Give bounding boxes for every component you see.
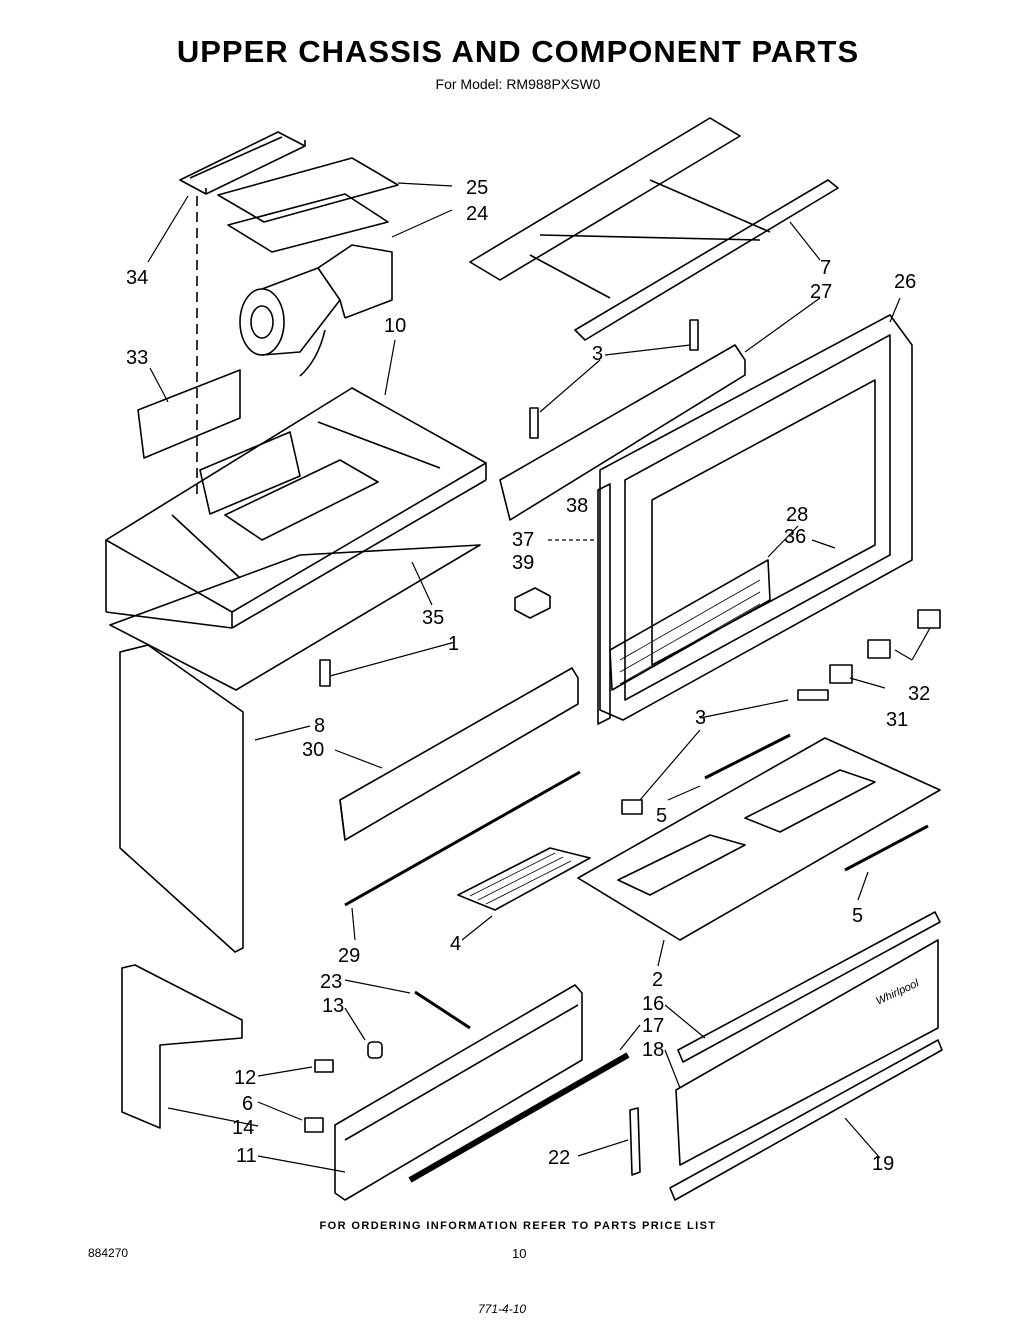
part-clip [304, 1117, 324, 1133]
part-bottom-tray [577, 737, 941, 941]
part-filter [457, 847, 591, 911]
ordering-note: FOR ORDERING INFORMATION REFER TO PARTS … [319, 1220, 717, 1232]
handwritten-note: 771-4-10 [478, 1302, 527, 1316]
part-hinge [529, 407, 539, 439]
part-label: 32 [908, 683, 930, 705]
part-small-block [514, 587, 551, 619]
part-label: 18 [642, 1039, 664, 1061]
part-lower-plate [109, 544, 481, 691]
part-probe [414, 990, 471, 1030]
part-support-frame [469, 117, 839, 341]
part-label: 28 [786, 504, 808, 526]
part-upper-chassis [105, 387, 487, 629]
part-cover-plate [227, 193, 389, 253]
part-lower-side-panel [121, 964, 243, 1129]
part-hinge [621, 799, 643, 815]
part-label: 10 [384, 315, 406, 337]
part-hinge [689, 319, 699, 351]
part-label: 13 [322, 995, 344, 1017]
part-label: 22 [548, 1147, 570, 1169]
part-label: 27 [810, 281, 832, 303]
part-label: 29 [338, 945, 360, 967]
part-label: 35 [422, 607, 444, 629]
part-tube [408, 1052, 630, 1183]
part-vertical-strip [597, 483, 611, 725]
part-strip [844, 824, 929, 872]
part-label: 17 [642, 1015, 664, 1037]
part-label: 6 [242, 1093, 253, 1115]
doc-number: 884270 [88, 1246, 129, 1260]
part-trim-bar [339, 667, 579, 841]
part-label: 1 [448, 633, 459, 655]
part-label: 31 [886, 709, 908, 731]
part-label: 39 [512, 552, 534, 574]
part-label: 36 [784, 526, 806, 548]
part-fan-motor [239, 244, 393, 377]
part-label: 5 [852, 905, 863, 927]
part-door-frame [599, 314, 913, 721]
part-label: 4 [450, 933, 461, 955]
part-lower-bracket [334, 984, 583, 1201]
part-side-panel [119, 644, 244, 953]
part-label: 7 [820, 257, 831, 279]
brand-mark: Whirlpool [874, 977, 921, 1007]
part-top-bracket [179, 131, 306, 195]
part-small-post [629, 1107, 641, 1176]
part-label: 37 [512, 529, 534, 551]
part-label: 3 [592, 343, 603, 365]
part-label: 26 [894, 271, 916, 293]
part-label: 11 [236, 1145, 257, 1167]
part-label: 34 [126, 267, 148, 289]
part-label: 24 [466, 203, 488, 225]
part-control-panel [499, 344, 746, 521]
part-label: 19 [872, 1153, 894, 1175]
part-label: 30 [302, 739, 324, 761]
part-side-plate [137, 369, 241, 459]
part-rod [344, 770, 581, 907]
part-front-panel [669, 911, 943, 1201]
model-subtitle: For Model: RM988PXSW0 [435, 76, 601, 92]
part-grille [609, 559, 771, 691]
part-switch [314, 1059, 334, 1073]
part-label: 16 [642, 993, 664, 1015]
part-label: 5 [656, 805, 667, 827]
page-title: UPPER CHASSIS AND COMPONENT PARTS [176, 34, 860, 69]
part-cam [867, 639, 891, 659]
part-top-plate [217, 157, 399, 223]
page-number: 10 [512, 1246, 527, 1261]
part-label: 8 [314, 715, 325, 737]
part-label: 38 [566, 495, 588, 517]
part-cam [829, 664, 853, 684]
part-cam [917, 609, 941, 629]
part-label: 33 [126, 347, 148, 369]
part-label: 25 [466, 177, 488, 199]
part-latch [319, 659, 331, 687]
part-label: 12 [234, 1067, 256, 1089]
part-label: 3 [695, 707, 706, 729]
part-label: 23 [320, 971, 342, 993]
part-cap [367, 1041, 383, 1059]
leader-lines [147, 182, 931, 1173]
part-label: 2 [652, 969, 663, 991]
part-hinge [797, 689, 829, 701]
part-strip [704, 733, 791, 780]
part-label: 14 [232, 1117, 254, 1139]
